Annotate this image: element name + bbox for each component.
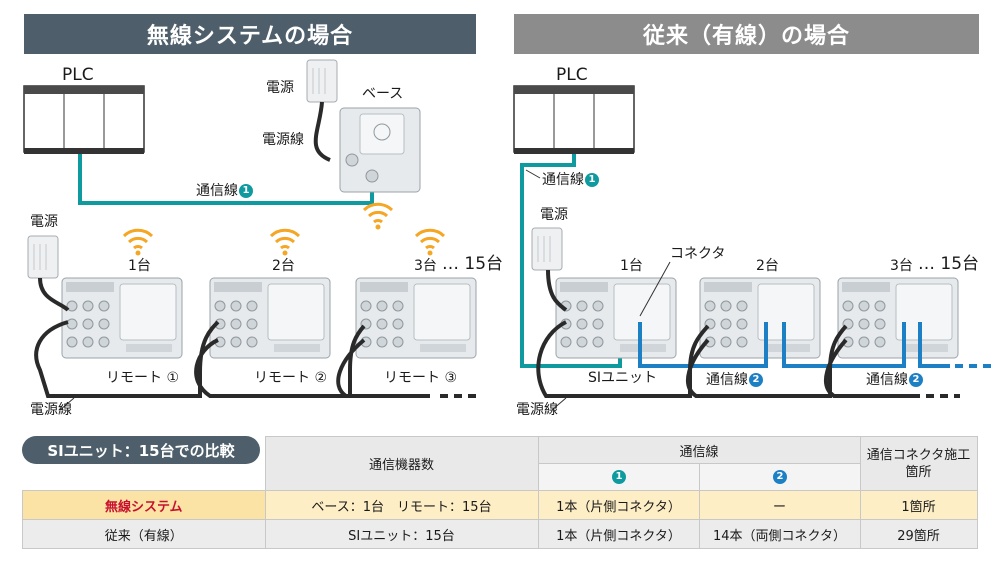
base-label: ベース [362,86,404,102]
col-comm-1-header: 1 [537,463,700,491]
remote-unit-1 [61,277,183,359]
remote-1-label: リモート ① [106,370,180,386]
power-label-left: 電源 [30,214,58,230]
col-comm-2-badge: 2 [773,470,787,484]
power-supply-right [531,227,563,271]
comm-line-1-right [520,154,622,368]
unit-1-label-right: 1台 [620,258,643,274]
power-line-label-bottom-left: 電源線 [30,402,72,418]
col-comm-2-header: 2 [698,463,861,491]
plc-label-right: PLC [556,65,588,85]
comm-line-text-left: 通信線 [196,183,238,199]
remote-2-label: リモート ② [254,370,328,386]
comparison-table: 通信機器数 通信線 通信コネクタ施工箇所 1 2 無線システム ベース：1台 リ… [22,436,978,549]
comm-line-text-right: 通信線 [542,172,584,188]
unit-3-label-left: 3台 [414,258,437,274]
badge-2-a: 2 [749,373,763,387]
row-wireless-devices: ベース：1台 リモート：15台 [264,490,539,520]
power-label-right: 電源 [540,207,568,223]
unit-2-label-left: 2台 [272,258,295,274]
wifi-icon-base [362,202,394,231]
power-cable-base [313,101,331,162]
si-unit-2 [699,277,821,359]
col-conn-header: 通信コネクタ施工箇所 [859,436,978,491]
table-row-wired: 従来（有線） SIユニット：15台 1本（片側コネクタ） 14本（両側コネクタ）… [22,519,978,549]
si-unit-3 [837,277,959,359]
wireless-banner: 無線システムの場合 [24,14,476,54]
plc-left [23,85,145,154]
row-wired-name: 従来（有線） [22,519,266,549]
power-supply-left [27,235,59,279]
power-cable-right [536,269,920,398]
table-title: SIユニット：15台での比較 [22,436,260,464]
row-wired-devices: SIユニット：15台 [264,519,539,549]
unit-2-label-right: 2台 [756,258,779,274]
table-row-wireless: 無線システム ベース：1台 リモート：15台 1本（片側コネクタ） ー 1箇所 [22,490,978,520]
power-cable-left [34,277,430,398]
base-unit [339,107,421,193]
row-wired-conn: 29箇所 [859,519,978,549]
badge-2-b: 2 [909,373,923,387]
wired-banner: 従来（有線）の場合 [514,14,979,54]
power-line-label-right: 電源線 [516,402,558,418]
system-diagram [23,59,995,411]
unit-more-label-left: … 15台 [442,254,504,274]
plc-label-left: PLC [62,65,94,85]
wifi-icon-2 [269,228,301,257]
col-comm-header: 通信線 [537,436,861,464]
unit-3-label-right: 3台 [890,258,913,274]
wifi-icon-3 [414,228,446,257]
remote-unit-2 [209,277,331,359]
plc-right [513,85,635,154]
row-wireless-name: 無線システム [22,490,266,520]
remote-unit-3 [355,277,477,359]
wifi-icon-1 [122,228,154,257]
si-unit-label: SIユニット [588,370,658,386]
row-wired-comm1: 1本（片側コネクタ） [537,519,700,549]
power-line-label-top: 電源線 [262,132,304,148]
comm-line-1-left [78,154,374,205]
comm-line-2 [638,322,950,368]
comm-line-2-text-b: 通信線 [866,372,908,388]
power-supply-base [306,59,338,103]
unit-more-label-right: … 15台 [918,254,980,274]
row-wireless-conn: 1箇所 [859,490,978,520]
si-unit-1 [555,277,677,359]
comm-line-2-text-a: 通信線 [706,372,748,388]
badge-1-left: 1 [239,184,253,198]
row-wired-comm2: 14本（両側コネクタ） [698,519,861,549]
unit-1-label-left: 1台 [128,258,151,274]
remote-3-label: リモート ③ [384,370,458,386]
row-wireless-comm1: 1本（片側コネクタ） [537,490,700,520]
row-wireless-comm2: ー [698,490,861,520]
col-comm-1-badge: 1 [612,470,626,484]
badge-1-right: 1 [585,173,599,187]
power-label-base: 電源 [266,80,294,96]
connector-label: コネクタ [670,246,726,262]
col-devices-header: 通信機器数 [264,436,539,491]
